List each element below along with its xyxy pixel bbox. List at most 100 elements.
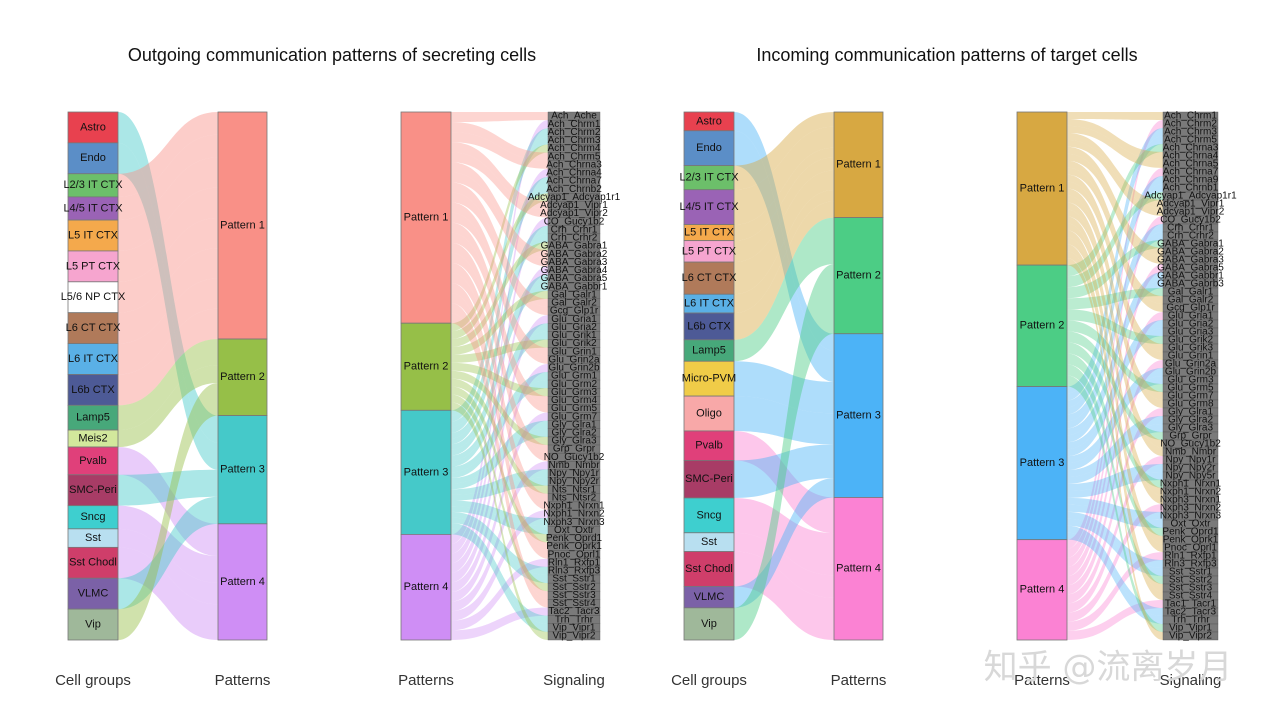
signaling-label: GABA_Gabra4 (541, 265, 608, 276)
cell-group-node (67, 608, 119, 641)
cell-group-node (683, 460, 735, 499)
flow-band (734, 430, 834, 534)
cell-group-node (67, 546, 119, 579)
signaling-label: Glu_Grm7 (1167, 391, 1214, 402)
flow-band (1067, 331, 1163, 440)
signaling-label: Tac2_Tacr3 (548, 606, 600, 617)
flow-band (734, 532, 834, 598)
flow-band (1067, 125, 1163, 168)
flow-band (118, 547, 218, 640)
signaling-label: Glu_Grin2a (1165, 359, 1217, 370)
flow-band (1067, 280, 1163, 443)
pattern-label: Pattern 3 (836, 410, 881, 422)
flow-band (1067, 511, 1163, 568)
cell-group-label: VLMC (78, 588, 109, 600)
flow-band (451, 517, 548, 584)
signaling-label: Gal_Galr1 (1168, 287, 1214, 298)
pattern-label: Pattern 1 (404, 212, 449, 224)
flow-band (451, 266, 548, 573)
flow-band (451, 477, 548, 501)
pattern-node (833, 497, 884, 641)
flow-band (451, 168, 548, 554)
flow-band (1067, 552, 1163, 631)
signaling-label: Ach_Chrnb2 (546, 184, 602, 195)
flow-band (1067, 328, 1163, 457)
signaling-label: Adcyap1_Vipr1 (540, 200, 608, 211)
flow-band (1067, 456, 1163, 613)
cell-group-label: L6 IT CTX (68, 353, 119, 365)
signaling-label: Crh_Crhr2 (551, 233, 598, 244)
signaling-label: Sst_Sstr2 (1169, 575, 1213, 586)
cell-group-label: L2/3 IT CTX (679, 172, 739, 184)
cell-group-label: L6b CTX (71, 384, 115, 396)
cell-group-node (67, 404, 119, 431)
flow-band (451, 232, 548, 413)
signaling-label: Grp_Grpr (1169, 431, 1212, 442)
flow-band (734, 130, 834, 382)
pattern-node (217, 338, 268, 417)
signaling-label: Sst_Sstr4 (552, 598, 596, 609)
signaling-label: GABA_Gabra3 (1157, 255, 1224, 266)
axis-label: Signaling (543, 672, 605, 689)
flow-band (1067, 360, 1163, 595)
pattern-label: Pattern 3 (220, 464, 265, 476)
flow-band (451, 120, 548, 544)
pattern-label: Pattern 1 (1020, 182, 1065, 194)
flow-band (118, 278, 218, 375)
signaling-label: CO_Gucy1b2 (1160, 215, 1221, 226)
flow-band (1067, 153, 1163, 264)
signaling-label: Adcyap1_Vipr1 (1157, 199, 1225, 210)
flow-band (451, 511, 548, 576)
signaling-label: Rln1_Rxfp1 (548, 557, 601, 568)
flow-band (451, 282, 548, 456)
cell-group-label: L6 IT CTX (684, 298, 735, 310)
cell-group-label: Astro (80, 121, 106, 133)
signaling-label: Gal_Galr2 (1168, 295, 1214, 306)
flow-band (734, 112, 834, 351)
cell-group-node (683, 360, 735, 397)
flow-band (118, 365, 218, 448)
pattern-label: Pattern 4 (404, 581, 449, 593)
chart-panel-incoming: Incoming communication patterns of targe… (671, 45, 1237, 689)
cell-group-label: L4/5 IT CTX (63, 202, 123, 214)
signaling-label: Nxph3_Nrxn2 (1160, 503, 1222, 514)
cell-group-label: L5/6 NP CTX (61, 291, 126, 303)
cell-group-node (67, 219, 119, 252)
cell-group-label: Sst (701, 536, 717, 548)
signaling-label: Glu_Gria2 (1168, 319, 1214, 330)
signaling-label: Glu_Grm5 (551, 403, 598, 414)
flow-band (734, 126, 834, 225)
signaling-label: Glu_Grm1 (551, 371, 598, 382)
chart-panel-outgoing: Outgoing communication patterns of secre… (55, 45, 621, 689)
flow-band (1067, 272, 1163, 436)
pattern-node (217, 415, 268, 525)
signaling-label: Vip_Vipr1 (1169, 623, 1212, 634)
signaling-label: Gcg_Glp1r (550, 306, 599, 317)
signaling-label: CO_Gucy1b2 (544, 216, 605, 227)
pattern-node (833, 111, 884, 218)
signaling-label: Rln3_Rxfp3 (548, 566, 601, 577)
flow-band (734, 396, 834, 445)
cell-group-node (67, 374, 119, 406)
flow-band (1067, 600, 1163, 640)
flow-band (1067, 342, 1163, 488)
signaling-label: GABA_Gabra5 (541, 273, 608, 284)
pattern-node (1016, 264, 1068, 387)
signaling-label: Tac1_Tacr1 (1165, 599, 1217, 610)
flow-band (451, 142, 548, 210)
signaling-label: Sst_Sstr2 (552, 582, 596, 593)
cell-group-node (67, 281, 119, 314)
flow-band (451, 225, 548, 439)
flows-cells-to-patterns (734, 112, 834, 640)
flow-band (1067, 209, 1163, 456)
flow-band (451, 233, 548, 445)
signaling-label: Npy_Npy1r (1165, 455, 1216, 466)
signaling-label: Nxph1_Nrxn2 (543, 509, 605, 520)
signaling-label: Ach_Chrm4 (548, 143, 601, 154)
flow-band (451, 371, 548, 473)
